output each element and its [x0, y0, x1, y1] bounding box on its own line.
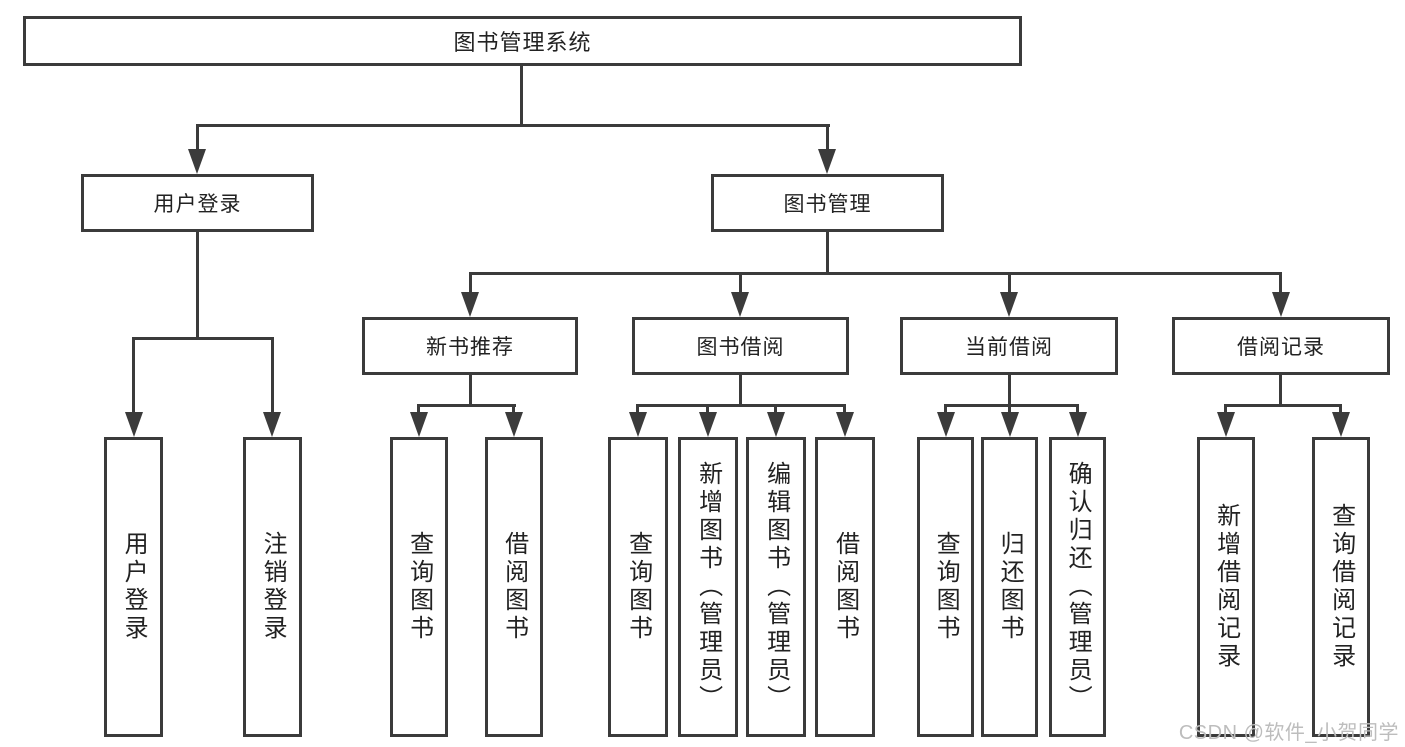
connector-drop-leaf — [132, 337, 135, 417]
leaf-borrow-books-1: 借阅图书 — [485, 437, 543, 737]
arrow-down-icon — [1217, 412, 1235, 437]
node-borrow-records: 借阅记录 — [1172, 317, 1390, 375]
connector-bar — [417, 404, 516, 407]
connector-drop-node — [469, 272, 472, 297]
node-label: 新书推荐 — [426, 336, 514, 359]
leaf-label: 借阅图书 — [831, 531, 859, 643]
leaf-label: 新增借阅记录 — [1212, 503, 1240, 671]
arrow-down-icon — [263, 412, 281, 437]
connector-stem — [469, 375, 472, 407]
leaf-label: 用户登录 — [120, 531, 148, 643]
connector-root-bar — [196, 124, 830, 127]
connector-drop-leaf — [944, 404, 947, 417]
connector-stem — [739, 375, 742, 407]
connector-drop-leaf — [1076, 404, 1079, 417]
leaf-logout: 注销登录 — [243, 437, 302, 737]
connector-drop-user-login — [196, 124, 199, 154]
leaf-search-borrow-record: 查询借阅记录 — [1312, 437, 1370, 737]
connector-drop-book-management — [826, 124, 829, 154]
arrow-down-icon — [505, 412, 523, 437]
node-user-login: 用户登录 — [81, 174, 314, 232]
leaf-confirm-return-admin: 确认归还（管理员） — [1049, 437, 1106, 737]
node-current-borrow: 当前借阅 — [900, 317, 1118, 375]
node-library-management-system: 图书管理系统 — [23, 16, 1022, 66]
leaf-label: 查询借阅记录 — [1327, 503, 1355, 671]
node-label: 图书管理系统 — [453, 30, 592, 55]
arrow-down-icon — [125, 412, 143, 437]
leaf-edit-books-admin: 编辑图书（管理员） — [746, 437, 806, 737]
arrow-down-icon — [188, 149, 206, 174]
node-label: 当前借阅 — [965, 336, 1053, 359]
leaf-borrow-books-2: 借阅图书 — [815, 437, 875, 737]
connector-drop-leaf — [271, 337, 274, 417]
leaf-label: 编辑图书（管理员） — [762, 461, 790, 713]
leaf-label: 借阅图书 — [500, 531, 528, 643]
leaf-label: 注销登录 — [259, 531, 287, 643]
node-label: 用户登录 — [153, 193, 242, 216]
leaf-search-books-3: 查询图书 — [917, 437, 974, 737]
leaf-label: 查询图书 — [932, 531, 960, 643]
leaf-label: 查询图书 — [624, 531, 652, 643]
leaf-label: 确认归还（管理员） — [1064, 461, 1092, 713]
arrow-down-icon — [410, 412, 428, 437]
connector-drop-leaf — [1008, 404, 1011, 417]
connector-drop-leaf — [636, 404, 639, 417]
connector-drop-leaf — [417, 404, 420, 417]
arrow-down-icon — [629, 412, 647, 437]
arrow-down-icon — [836, 412, 854, 437]
connector-drop-node — [739, 272, 742, 297]
connector-drop-leaf — [774, 404, 777, 417]
leaf-label: 查询图书 — [405, 531, 433, 643]
leaf-add-books-admin: 新增图书（管理员） — [678, 437, 738, 737]
arrow-down-icon — [1000, 292, 1018, 317]
node-book-borrow: 图书借阅 — [632, 317, 849, 375]
connector-book-mgmt-stem — [826, 232, 829, 275]
connector-drop-leaf — [706, 404, 709, 417]
leaf-label: 新增图书（管理员） — [694, 461, 722, 713]
connector-bar — [1224, 404, 1342, 407]
arrow-down-icon — [767, 412, 785, 437]
arrow-down-icon — [1069, 412, 1087, 437]
leaf-add-borrow-record: 新增借阅记录 — [1197, 437, 1255, 737]
arrow-down-icon — [937, 412, 955, 437]
arrow-down-icon — [461, 292, 479, 317]
node-new-book-recommend: 新书推荐 — [362, 317, 578, 375]
connector-bar — [944, 404, 1079, 407]
node-label: 借阅记录 — [1237, 336, 1325, 359]
leaf-label: 归还图书 — [996, 531, 1024, 643]
leaf-search-books-2: 查询图书 — [608, 437, 668, 737]
node-label: 图书借阅 — [696, 336, 785, 359]
connector-book-mgmt-bar — [469, 272, 1282, 275]
connector-bar — [636, 404, 846, 407]
node-label: 图书管理 — [783, 193, 872, 216]
connector-root-stem — [520, 66, 523, 127]
connector-user-login-bar — [132, 337, 274, 340]
connector-drop-leaf — [843, 404, 846, 417]
connector-drop-node — [1008, 272, 1011, 297]
arrow-down-icon — [1272, 292, 1290, 317]
connector-drop-leaf — [512, 404, 515, 417]
connector-stem — [1008, 375, 1011, 407]
arrow-down-icon — [699, 412, 717, 437]
connector-user-login-stem — [196, 232, 199, 340]
arrow-down-icon — [1001, 412, 1019, 437]
leaf-search-books-1: 查询图书 — [390, 437, 448, 737]
connector-drop-node — [1279, 272, 1282, 297]
node-book-management: 图书管理 — [711, 174, 944, 232]
csdn-watermark: CSDN @软件_小贺同学 — [1178, 722, 1399, 744]
connector-drop-leaf — [1339, 404, 1342, 417]
arrow-down-icon — [1332, 412, 1350, 437]
connector-drop-leaf — [1224, 404, 1227, 417]
connector-stem — [1279, 375, 1282, 407]
arrow-down-icon — [731, 292, 749, 317]
arrow-down-icon — [818, 149, 836, 174]
leaf-return-books: 归还图书 — [981, 437, 1038, 737]
leaf-user-login: 用户登录 — [104, 437, 163, 737]
